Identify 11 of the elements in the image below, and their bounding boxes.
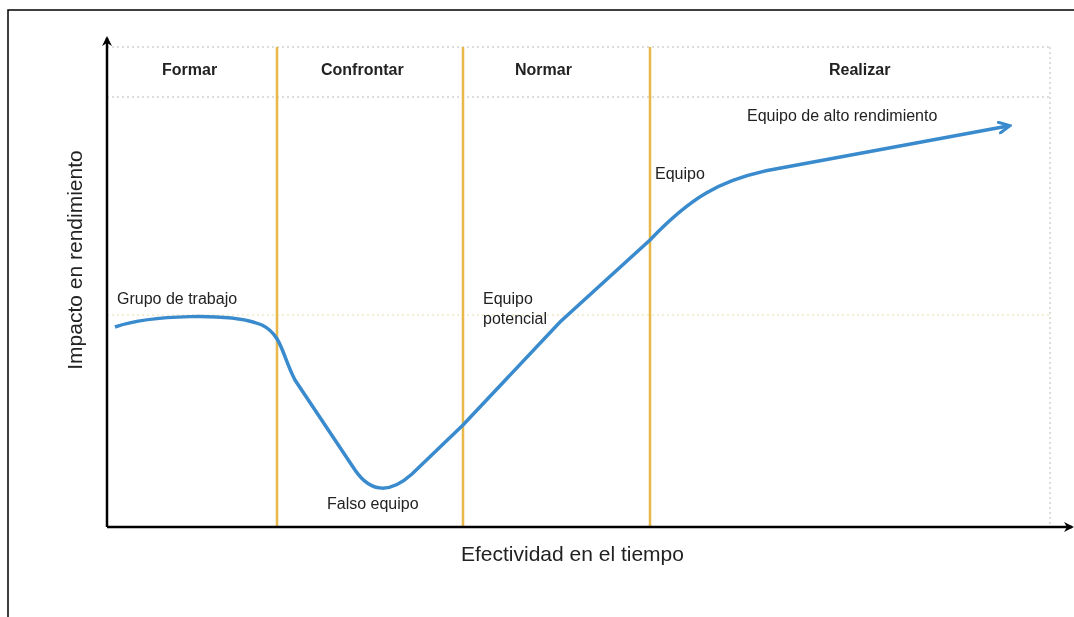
phase-label: Realizar — [829, 60, 891, 80]
axis-title: Efectividad en el tiempo — [461, 542, 684, 566]
curve-label: Equipo de alto rendimiento — [747, 106, 938, 126]
axis-title: Impacto en rendimiento — [62, 150, 87, 370]
curve-label: Equipo — [655, 164, 705, 184]
curve-label: Falso equipo — [327, 494, 419, 514]
curve-label: Equipo potencial — [483, 289, 549, 329]
phase-label: Formar — [162, 60, 218, 80]
phase-label: Normar — [515, 60, 572, 80]
phase-label: Confrontar — [321, 60, 404, 80]
curve-label: Grupo de trabajo — [117, 289, 238, 309]
